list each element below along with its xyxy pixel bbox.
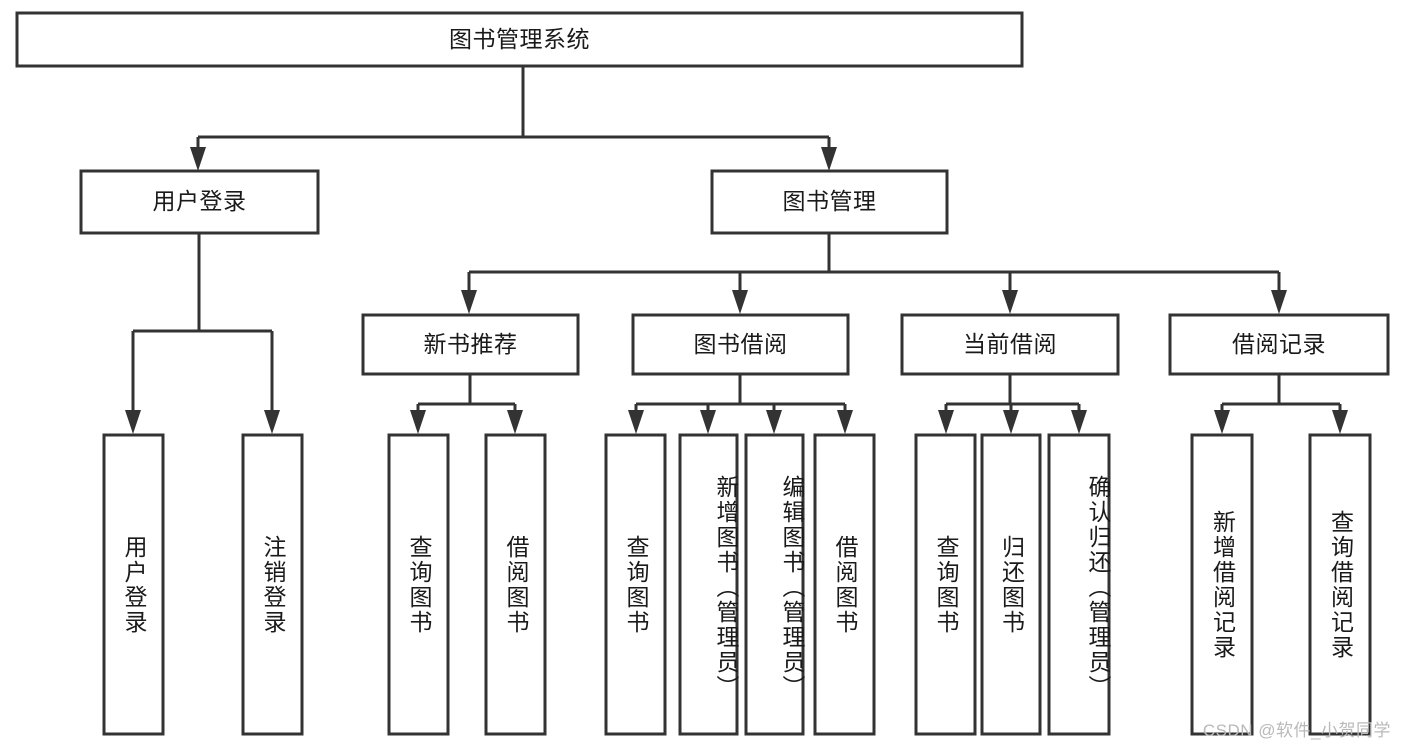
node-leaf-add-borrow-record[interactable] [1190, 433, 1254, 736]
node-leaf-query-book-recommend[interactable] [387, 433, 450, 736]
node-leaf-confirm-return-admin[interactable] [1047, 433, 1111, 736]
arrow-head-nb-leaf-1 [410, 410, 426, 434]
arrow-head-bm-to-new-book [461, 290, 477, 314]
arrow-head-br-leaf-1 [1214, 410, 1230, 434]
arrow-head-cb-leaf-2 [1003, 410, 1019, 434]
arrow-head-bb-leaf-3 [766, 410, 782, 434]
arrow-head-cb-leaf-3 [1071, 410, 1087, 434]
arrow-head-root-to-book-management [821, 147, 837, 171]
node-leaf-return-book[interactable] [980, 433, 1042, 736]
arrow-head-nb-leaf-2 [507, 410, 523, 434]
arrow-head-bb-leaf-1 [628, 410, 644, 434]
node-current-borrow[interactable] [900, 313, 1120, 376]
node-user-login[interactable] [79, 169, 320, 235]
node-leaf-edit-book-admin[interactable] [744, 433, 805, 736]
node-leaf-borrow-book[interactable] [813, 433, 876, 736]
arrow-head-bb-leaf-4 [837, 410, 853, 434]
node-borrow-record[interactable] [1168, 313, 1390, 376]
arrow-head-bm-to-book-borrow [732, 290, 748, 314]
arrow-head-cb-leaf-1 [938, 410, 954, 434]
node-leaf-add-book-admin[interactable] [678, 433, 739, 736]
node-leaf-query-book-borrow[interactable] [604, 433, 667, 736]
arrow-head-user-login-to-leaf-1 [125, 410, 141, 434]
arrow-head-root-to-user-login [190, 147, 206, 171]
arrow-head-user-login-to-leaf-2 [264, 410, 280, 434]
node-leaf-user-login[interactable] [102, 433, 165, 736]
arrow-head-bb-leaf-2 [700, 410, 716, 434]
node-book-management[interactable] [710, 169, 949, 235]
node-new-book-recommend[interactable] [361, 313, 580, 376]
arrow-head-bm-to-current-borrow [1002, 290, 1018, 314]
node-leaf-user-logout[interactable] [241, 433, 304, 736]
node-book-borrow[interactable] [631, 313, 850, 376]
node-root-book-management-system[interactable] [15, 11, 1024, 68]
arrow-head-bm-to-borrow-record [1271, 290, 1287, 314]
node-leaf-borrow-book-recommend[interactable] [484, 433, 547, 736]
arrow-head-br-leaf-2 [1332, 410, 1348, 434]
node-leaf-query-book-current[interactable] [914, 433, 977, 736]
node-leaf-query-borrow-record[interactable] [1308, 433, 1372, 736]
csdn-watermark: CSDN @软件_小贺同学 [1202, 721, 1391, 740]
